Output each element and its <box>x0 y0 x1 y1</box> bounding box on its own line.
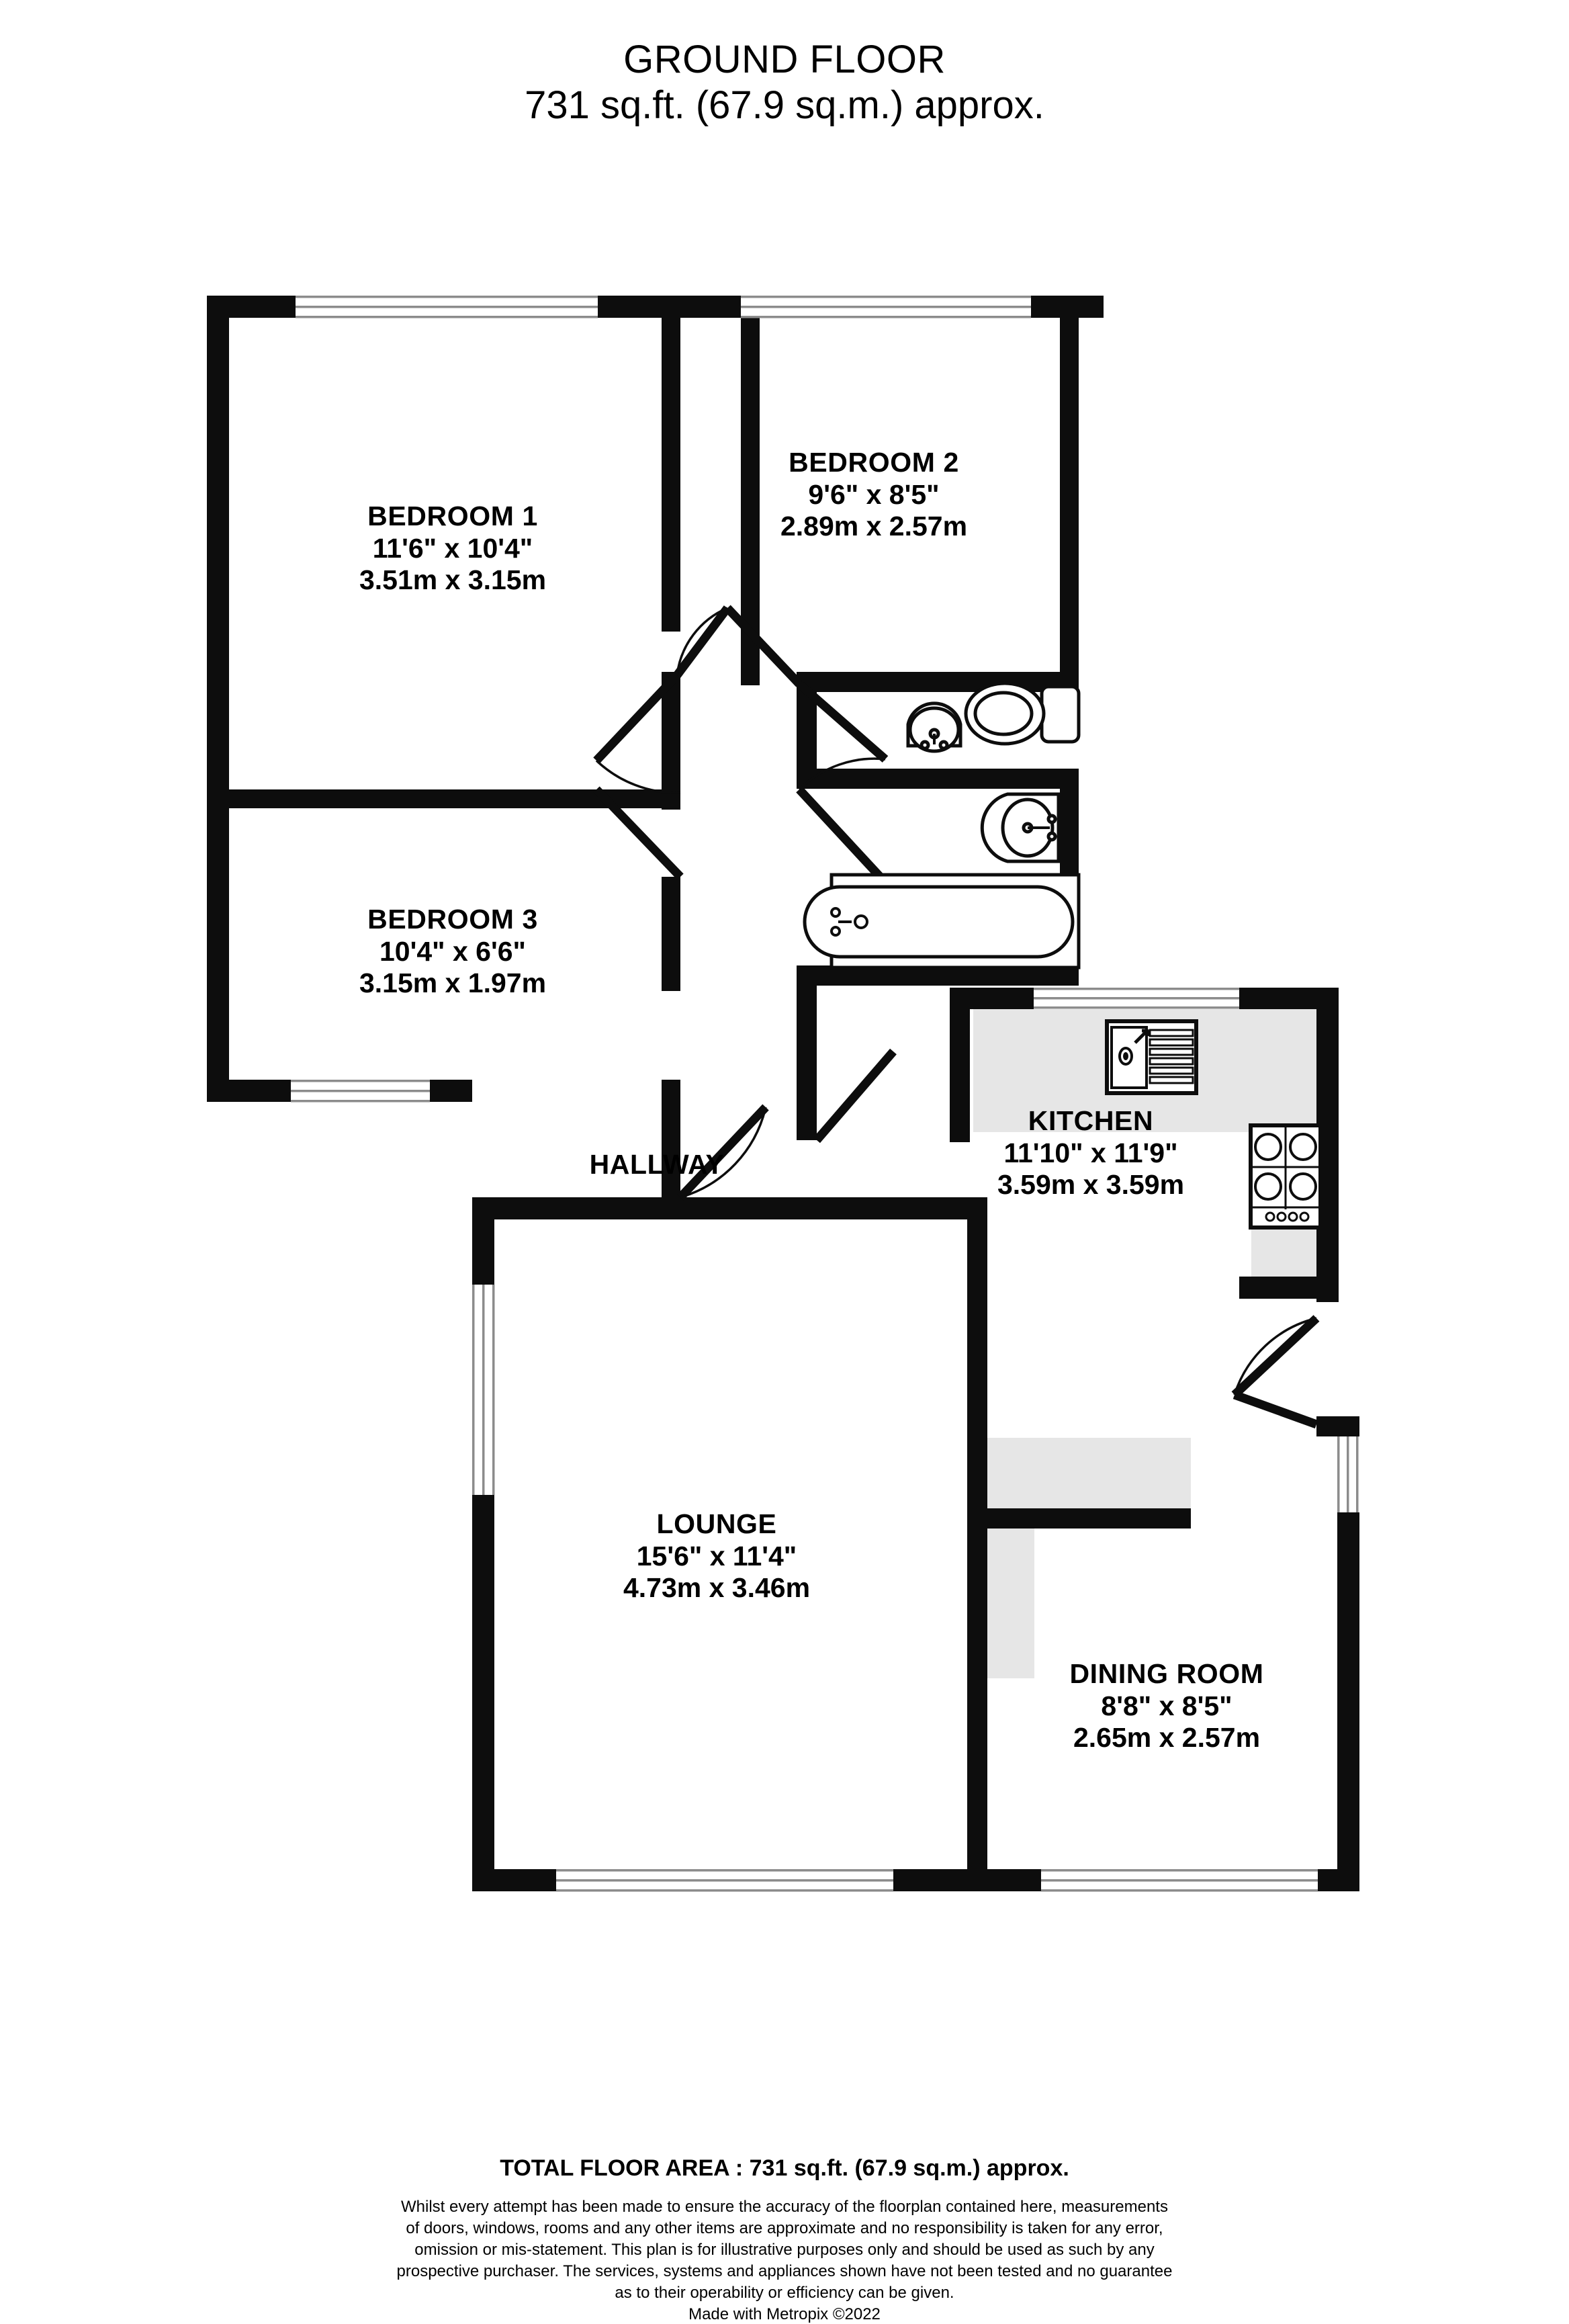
plan-header: GROUND FLOOR 731 sq.ft. (67.9 sq.m.) app… <box>0 37 1569 129</box>
window-dining-front <box>1041 1869 1318 1892</box>
wash-basin-wc-icon <box>906 701 962 753</box>
disclaimer-line-1: Whilst every attempt has been made to en… <box>401 2198 1168 2216</box>
window-side-entry <box>1337 1436 1359 1512</box>
page-subtitle: 731 sq.ft. (67.9 sq.m.) approx. <box>525 83 1044 128</box>
hob-icon <box>1249 1123 1323 1230</box>
metropix-credit: Made with Metropix ©2022 <box>688 2305 881 2323</box>
disclaimer-line-4: prospective purchaser. The services, sys… <box>396 2262 1173 2280</box>
door-kitchen <box>813 1048 897 1144</box>
window-bedroom1 <box>296 296 598 318</box>
door-bathroom <box>796 786 887 884</box>
disclaimer-line-3: omission or mis-statement. This plan is … <box>414 2240 1155 2259</box>
window-bedroom3 <box>291 1080 430 1103</box>
toilet-icon <box>964 681 1081 746</box>
door-bedroom3 <box>593 672 681 794</box>
page-title: GROUND FLOOR <box>623 38 946 81</box>
disclaimer-line-5: as to their operability or efficiency ca… <box>615 2283 954 2302</box>
disclaimer-line-2: of doors, windows, rooms and any other i… <box>406 2219 1163 2237</box>
window-lounge-side <box>472 1285 495 1495</box>
window-kitchen <box>1034 988 1239 1009</box>
total-floor-area: TOTAL FLOOR AREA : 731 sq.ft. (67.9 sq.m… <box>500 2155 1069 2181</box>
windows <box>291 296 1359 1892</box>
door-bedroom1 <box>673 605 731 678</box>
bathtub-icon <box>803 873 1081 970</box>
door-wc <box>796 681 889 791</box>
doors <box>593 605 1320 1429</box>
window-bedroom2 <box>741 296 1031 318</box>
door-hallway-left <box>593 786 684 880</box>
kitchen-sink-icon <box>1105 1019 1198 1095</box>
wash-basin-bathroom-icon <box>980 792 1061 863</box>
door-lounge <box>677 1104 769 1201</box>
door-bedroom2 <box>724 605 803 687</box>
counter-fills <box>973 1008 1332 1678</box>
plan-footer: TOTAL FLOOR AREA : 731 sq.ft. (67.9 sq.m… <box>0 2155 1569 2324</box>
door-entrance <box>1231 1315 1320 1429</box>
window-lounge-front <box>556 1869 893 1892</box>
